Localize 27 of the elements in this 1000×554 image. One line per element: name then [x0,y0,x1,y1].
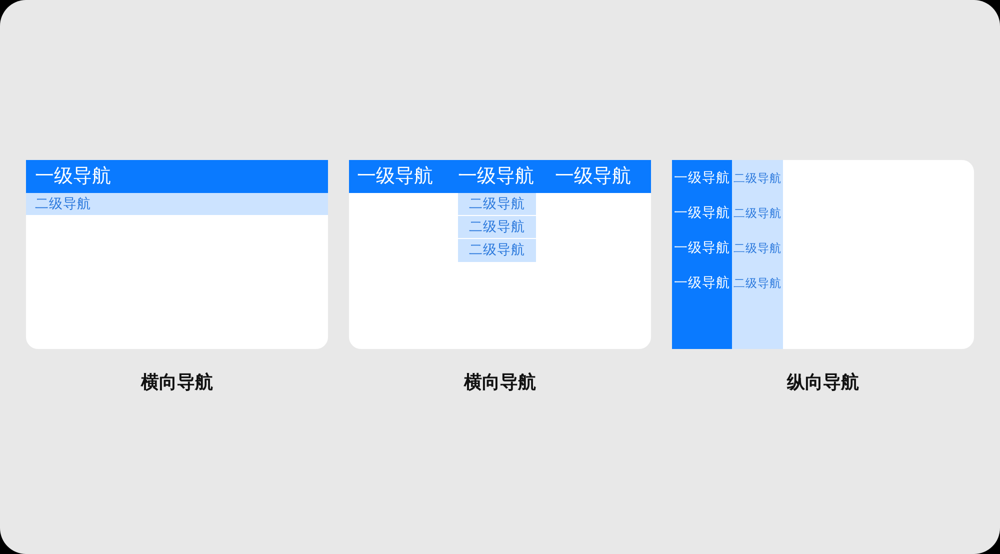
dropdown-menu-item [458,216,536,238]
primary-nav-column [672,160,732,349]
nav-label: 一级导航 [357,164,433,189]
nav-label: 二级导航 [468,195,526,214]
nav-label: 二级导航 [35,195,91,214]
dropdown-menu-item [458,193,536,215]
nav-label: 一级导航 [673,204,731,223]
mockup-label: 横向导航 [462,371,537,395]
nav-label: 一级导航 [458,164,534,189]
nav-label: 一级导航 [673,169,731,188]
nav-label: 一级导航 [555,164,631,189]
nav-label: 一级导航 [673,239,731,258]
mockup-label: 横向导航 [140,371,214,395]
dropdown-menu-item [458,239,536,262]
nav-label: 二级导航 [732,240,782,257]
primary-nav-bar [26,160,328,193]
nav-label: 一级导航 [673,274,731,293]
primary-nav-bar [349,160,651,193]
nav-label: 二级导航 [468,241,526,260]
mockup-label: 纵向导航 [786,371,860,395]
nav-label: 二级导航 [732,170,782,187]
nav-label: 一级导航 [35,164,111,189]
nav-label: 二级导航 [732,275,782,292]
nav-label: 二级导航 [732,205,782,222]
secondary-nav-column [732,160,783,349]
nav-label: 二级导航 [468,218,526,237]
secondary-nav-bar [26,193,328,215]
